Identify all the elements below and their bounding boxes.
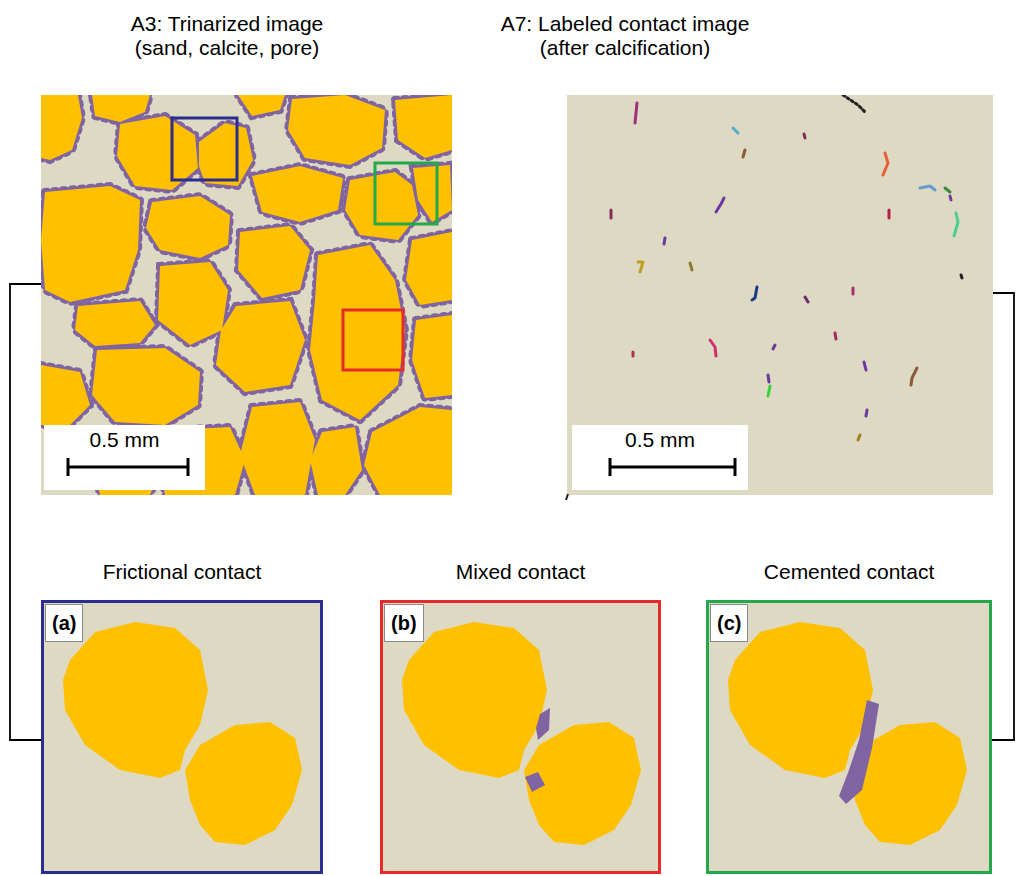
scale-bar — [610, 458, 735, 476]
contact-mark — [773, 345, 775, 349]
contact-mark — [843, 95, 866, 113]
contact-mark — [635, 103, 637, 123]
pore-ground — [41, 95, 452, 495]
contact-mark — [858, 435, 860, 440]
contact-mark — [805, 297, 808, 302]
scale-tick — [734, 458, 737, 476]
contact-mark — [638, 262, 643, 272]
panel-letter-holder: (a) — [45, 604, 83, 642]
contact-mark — [566, 494, 568, 500]
contact-mark — [743, 150, 745, 157]
panel-title-holder: A7: Labeled contact image (after calcifi… — [485, 12, 765, 60]
panel-heading-holder: Mixed contact — [383, 560, 658, 584]
contact-mark — [954, 213, 958, 236]
contact-mark — [864, 362, 866, 370]
contact-mark — [883, 153, 888, 175]
scale-label: 0.5 mm — [44, 428, 205, 452]
contact-mark — [716, 198, 724, 212]
pore-ground — [41, 600, 323, 874]
scale-label-holder: 0.5 mm — [44, 428, 205, 452]
contact-mark — [852, 288, 855, 294]
pore-ground — [706, 600, 992, 874]
contact-mark — [950, 196, 951, 200]
contact-mark — [920, 186, 935, 190]
contact-mark — [664, 238, 665, 244]
panel-heading: Frictional contact — [44, 560, 320, 584]
contact-mark — [888, 210, 891, 218]
mixed-box — [343, 310, 403, 370]
scale-box — [44, 425, 205, 490]
scale-tick — [609, 458, 612, 476]
calcite-bridge — [839, 700, 879, 804]
scale-bar — [610, 466, 735, 469]
contact-mark — [752, 287, 757, 300]
bracket-line — [10, 284, 41, 740]
panel-heading-holder: Cemented contact — [709, 560, 989, 584]
sand-grains — [402, 622, 641, 845]
zoom-panel: Cemented contact(c) — [706, 600, 992, 874]
zoom-panel: Mixed contact(b) — [380, 600, 661, 874]
contact-mark — [632, 352, 635, 356]
panel-letter: (c) — [710, 604, 748, 642]
panel-heading-holder: Frictional contact — [44, 560, 320, 584]
sand-grains — [63, 622, 302, 845]
scale-label: 0.5 mm — [572, 428, 748, 452]
contact-mark — [945, 188, 950, 192]
contact-mark — [710, 340, 716, 356]
scale-label-holder: 0.5 mm — [572, 428, 748, 452]
scale-tick — [67, 458, 70, 476]
contact-mark — [866, 410, 867, 416]
contact-image — [567, 95, 993, 495]
panel-title: A7: Labeled contact image (after calcifi… — [485, 12, 765, 60]
cemented-panel-art — [706, 600, 992, 874]
scale-tick — [187, 458, 190, 476]
image-panel: A7: Labeled contact image (after calcifi… — [567, 95, 993, 495]
contact-mark — [961, 275, 962, 278]
scale-bar — [68, 458, 188, 476]
frictional-box — [172, 118, 237, 180]
panel-letter: (b) — [384, 604, 424, 642]
contact-mark — [690, 263, 692, 270]
pore-ground — [380, 600, 661, 874]
frictional-panel-art — [41, 600, 323, 874]
panel-heading: Mixed contact — [383, 560, 658, 584]
cemented-box — [375, 163, 437, 224]
contact-mark — [911, 368, 917, 385]
calcite-patch — [525, 772, 545, 792]
panel-letter: (a) — [45, 604, 83, 642]
sand-grains — [728, 622, 967, 845]
calcite-patches — [525, 708, 550, 792]
contact-mark — [610, 210, 613, 218]
trinarized-image — [41, 95, 452, 495]
scale-bar — [68, 466, 188, 469]
panel-heading: Cemented contact — [709, 560, 989, 584]
contact-mark — [804, 134, 805, 138]
mixed-panel-art — [380, 600, 661, 874]
contact-mark — [733, 128, 738, 133]
bracket-line — [992, 293, 1014, 740]
scale-box — [572, 425, 748, 490]
contact-mark — [768, 375, 769, 382]
contact-mark — [835, 333, 836, 339]
calcite-dots — [41, 95, 452, 495]
calcite-patch — [536, 708, 550, 740]
panel-title-holder: A3: Trinarized image (sand, calcite, por… — [112, 12, 342, 60]
contact-mark — [768, 386, 770, 396]
image-panel: A3: Trinarized image (sand, calcite, por… — [41, 95, 452, 495]
panel-letter-holder: (c) — [710, 604, 748, 642]
sand-grains — [41, 95, 452, 495]
panel-title: A3: Trinarized image (sand, calcite, por… — [112, 12, 342, 60]
zoom-panel: Frictional contact(a) — [41, 600, 323, 874]
panel-letter-holder: (b) — [384, 604, 424, 642]
pore-ground — [567, 95, 993, 495]
